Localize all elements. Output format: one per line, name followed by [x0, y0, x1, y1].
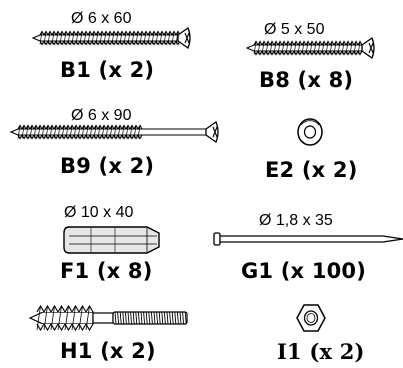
washer-icon: [295, 117, 325, 147]
b9-label: B9 (x 2): [60, 154, 155, 178]
e2-label: E2 (x 2): [265, 158, 358, 182]
screw-icon: [31, 26, 192, 50]
g1-label: G1 (x 100): [241, 259, 367, 283]
hex-nut-icon: [296, 303, 326, 333]
screw-icon: [245, 36, 376, 60]
b8-label: B8 (x 8): [259, 68, 354, 92]
hanger-bolt-icon: [28, 304, 189, 332]
f1-dimension: Ø 10 x 40: [64, 204, 134, 221]
h1-label: H1 (x 2): [60, 339, 156, 363]
b8-dimension: Ø 5 x 50: [264, 21, 325, 38]
screw-icon: [9, 120, 220, 144]
b1-dimension: Ø 6 x 60: [71, 10, 132, 27]
b1-label: B1 (x 2): [60, 58, 155, 82]
nail-icon: [213, 231, 403, 247]
b9-dimension: Ø 6 x 90: [71, 107, 132, 124]
i1-label: I1 (x 2): [277, 339, 365, 364]
g1-dimension: Ø 1,8 x 35: [259, 212, 333, 229]
wall-plug-icon: [63, 223, 161, 257]
f1-label: F1 (x 8): [60, 259, 153, 283]
